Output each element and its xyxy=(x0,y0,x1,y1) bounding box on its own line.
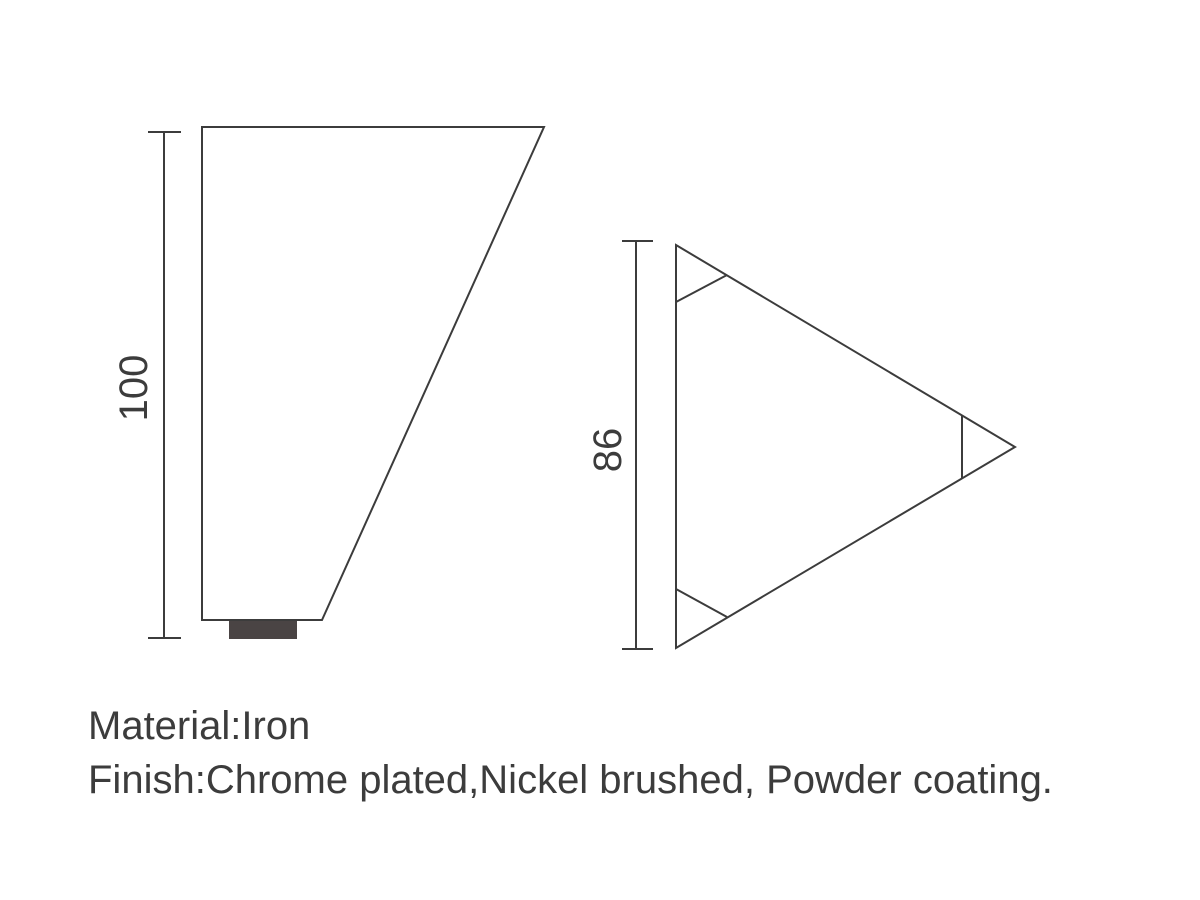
side-view: 100 xyxy=(112,126,546,639)
top-view: 86 xyxy=(586,240,1017,650)
corner-chamfers xyxy=(675,274,963,618)
height-dimension xyxy=(148,131,181,639)
chamfer-top-left xyxy=(675,274,728,303)
finish-spec: Finish:Chrome plated,Nickel brushed, Pow… xyxy=(88,758,1053,802)
chamfer-bottom-left xyxy=(675,588,728,618)
height-label: 100 xyxy=(112,355,156,422)
width-dimension xyxy=(622,240,653,650)
width-label: 86 xyxy=(586,428,630,473)
leg-outline xyxy=(201,126,546,621)
leg-foot-pad xyxy=(229,621,297,639)
material-spec: Material:Iron xyxy=(88,704,311,748)
triangle-outline xyxy=(675,243,1017,650)
